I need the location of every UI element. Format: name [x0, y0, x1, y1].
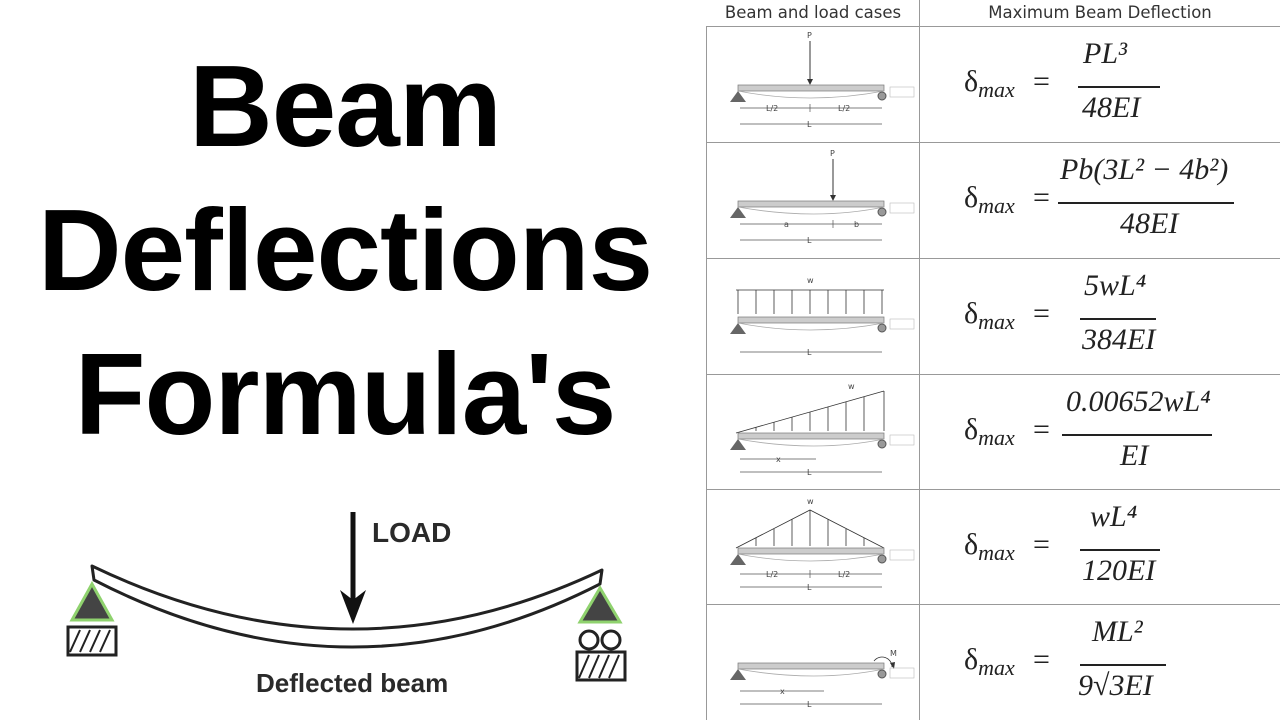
- load-arrow: [340, 512, 366, 624]
- header-max-deflection: Maximum Beam Deflection: [988, 3, 1212, 22]
- table-row: P a b L δmax = Pb(3L² − 4b²) 48EI: [706, 143, 1280, 259]
- table-border-left: [706, 26, 707, 720]
- case-span-label: L: [807, 700, 812, 709]
- row-divider: [706, 374, 1280, 375]
- case-seg-a-label: L/2: [766, 570, 778, 579]
- case-seg-b-label: L/2: [838, 104, 850, 113]
- case-load-label: M: [890, 649, 897, 658]
- beam-case-diagram: M x L: [730, 649, 915, 709]
- formula-fraction: wL⁴ 120EI: [1060, 500, 1260, 596]
- load-label: LOAD: [372, 517, 451, 548]
- formula-table: Beam and load cases Maximum Beam Deflect…: [706, 0, 1280, 720]
- title-line-2: Deflections: [37, 185, 653, 315]
- fraction-bar: [1058, 202, 1234, 204]
- case-span-label: L: [807, 468, 812, 477]
- roller-support-right: [575, 585, 627, 682]
- table-row: w x L δmax = 0.00652wL⁴: [706, 375, 1280, 491]
- title-line-1: Beam: [189, 41, 502, 171]
- case-span-label: L: [807, 236, 812, 245]
- case-span-label: L: [807, 583, 812, 592]
- pin-support-left: [66, 580, 118, 657]
- beam-case-diagram: w x L: [730, 382, 915, 477]
- case-span-label: L: [807, 348, 812, 357]
- title-line-3: Formula's: [74, 329, 617, 459]
- equals-sign: =: [1033, 413, 1050, 446]
- equals-sign: =: [1033, 297, 1050, 330]
- case-seg-b-label: L/2: [838, 570, 850, 579]
- delta-max-symbol: δmax: [964, 643, 1015, 680]
- deflected-beam-illustration: LOAD Deflected beam: [66, 512, 627, 698]
- formula-fraction: ML² 9√3EI: [1060, 615, 1260, 711]
- deflection-formula: δmax = Pb(3L² − 4b²) 48EI: [920, 143, 1280, 259]
- fraction-bar: [1062, 434, 1212, 436]
- equals-sign: =: [1033, 643, 1050, 676]
- case-load-label: w: [848, 382, 855, 391]
- formula-denominator: 120EI: [1082, 554, 1156, 587]
- row-divider: [706, 142, 1280, 143]
- fraction-bar: [1080, 549, 1160, 551]
- equals-sign: =: [1033, 528, 1050, 561]
- delta-max-symbol: δmax: [964, 65, 1015, 102]
- formula-fraction: 0.00652wL⁴ EI: [1060, 385, 1260, 481]
- case-seg-a-label: x: [780, 687, 785, 696]
- table-row: P L/2 L/2 L δmax = PL³ 48EI: [706, 27, 1280, 143]
- formula-numerator: Pb(3L² − 4b²): [1060, 153, 1229, 186]
- fraction-bar: [1078, 86, 1160, 88]
- delta-max-symbol: δmax: [964, 413, 1015, 450]
- deflected-beam: [90, 564, 604, 649]
- beam-case-diagram: w L/2 L/2 L: [730, 497, 915, 592]
- table-row: w L/2 L/2 L δmax = wL⁴: [706, 490, 1280, 606]
- formula-fraction: PL³ 48EI: [1060, 37, 1260, 133]
- row-divider: [706, 604, 1280, 605]
- case-seg-a-label: L/2: [766, 104, 778, 113]
- formula-denominator: EI: [1120, 439, 1149, 472]
- case-seg-a-label: a: [784, 220, 789, 229]
- case-load-label: P: [830, 149, 835, 158]
- formula-numerator: ML²: [1092, 615, 1143, 648]
- deflection-formula: δmax = wL⁴ 120EI: [920, 490, 1280, 606]
- fraction-bar: [1080, 664, 1166, 666]
- table-row: w L δmax = 5wL⁴ 384EI: [706, 259, 1280, 375]
- formula-denominator: 384EI: [1082, 323, 1156, 356]
- case-span-label: L: [807, 120, 812, 129]
- formula-numerator: 5wL⁴: [1084, 269, 1147, 302]
- case-seg-b-label: b: [854, 220, 859, 229]
- case-load-label: P: [807, 31, 812, 40]
- formula-denominator: 48EI: [1082, 91, 1141, 124]
- header-beam-cases: Beam and load cases: [724, 3, 902, 22]
- case-load-label: w: [807, 276, 814, 285]
- formula-fraction: 5wL⁴ 384EI: [1060, 269, 1260, 365]
- formula-denominator: 48EI: [1120, 207, 1179, 240]
- row-divider: [706, 258, 1280, 259]
- equals-sign: =: [1033, 181, 1050, 214]
- delta-max-symbol: δmax: [964, 181, 1015, 218]
- deflection-formula: δmax = 0.00652wL⁴ EI: [920, 375, 1280, 491]
- fraction-bar: [1080, 318, 1156, 320]
- formula-numerator: wL⁴: [1090, 500, 1138, 533]
- beam-case-diagram: P L/2 L/2 L: [730, 31, 915, 129]
- formula-denominator: 9√3EI: [1078, 669, 1153, 702]
- beam-case-diagram: w L: [730, 276, 915, 357]
- delta-max-symbol: δmax: [964, 297, 1015, 334]
- case-seg-a-label: x: [776, 455, 781, 464]
- table-divider-vertical: [919, 0, 920, 720]
- deflection-formula: δmax = 5wL⁴ 384EI: [920, 259, 1280, 375]
- row-divider: [706, 489, 1280, 490]
- deflection-formula: δmax = PL³ 48EI: [920, 27, 1280, 143]
- case-load-label: w: [807, 497, 814, 506]
- formula-fraction: Pb(3L² − 4b²) 48EI: [1058, 153, 1260, 249]
- beam-caption: Deflected beam: [256, 668, 448, 698]
- deflection-formula: δmax = ML² 9√3EI: [920, 605, 1280, 721]
- delta-max-symbol: δmax: [964, 528, 1015, 565]
- table-row: M x L δmax = ML² 9√3EI: [706, 605, 1280, 721]
- row-divider: [706, 26, 1280, 27]
- equals-sign: =: [1033, 65, 1050, 98]
- beam-case-diagram: P a b L: [730, 149, 915, 245]
- formula-numerator: PL³: [1083, 37, 1128, 70]
- formula-numerator: 0.00652wL⁴: [1066, 385, 1211, 418]
